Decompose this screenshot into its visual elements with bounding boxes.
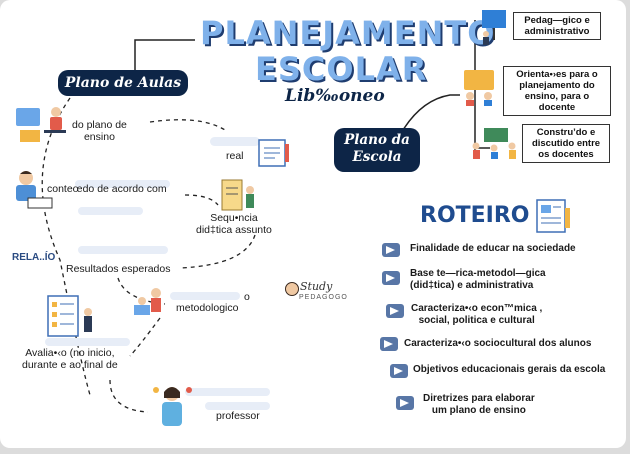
avaliacao-text: Avalia•‹o (no inicio, durante e ao final…	[22, 347, 118, 371]
roteiro-item-3: Caracteriza•‹o econ™mica , social, polit…	[411, 303, 543, 326]
plano-da-escola-line2: Escola	[352, 149, 402, 165]
woman-ideas-icon	[150, 382, 195, 430]
meeting-icon	[458, 66, 500, 106]
conteudo-text: conteœdo de acordo com	[47, 183, 167, 195]
sequencia-text: Sequ•ncia did‡tica assunto	[196, 212, 272, 236]
roteiro-item-6: Diretrizes para elaborar um plano de ens…	[423, 393, 535, 416]
do-plano-text: do plano de ensino	[72, 119, 127, 143]
metodologico-text: metodologico	[176, 302, 239, 314]
highlight-bar	[170, 292, 240, 300]
title-line2: ESCOLAR	[255, 50, 428, 88]
highlight-bar	[185, 388, 270, 396]
resultados-text: Resultados esperados	[66, 263, 171, 275]
roteiro-heading: ROTEIRO	[420, 203, 530, 228]
arrow-right-icon	[382, 271, 400, 285]
arrow-right-icon	[396, 396, 414, 410]
escola-box-orientacoes: Orienta•›es para o planejamento do ensin…	[503, 66, 611, 116]
highlight-bar	[45, 338, 130, 346]
highlight-bar	[210, 137, 260, 146]
highlight-bar	[75, 180, 170, 188]
title-subtitle: Lib‰oneo	[285, 86, 385, 106]
document-pen-icon	[255, 138, 295, 168]
real-text: real	[226, 150, 244, 162]
checklist-icon	[38, 292, 98, 340]
teacher-student-icon	[130, 285, 170, 325]
study-pedagogo-logo: Study PEDAGOGO	[285, 280, 347, 306]
plano-da-escola-line1: Plano da	[344, 132, 410, 148]
presentation-board-icon	[478, 6, 512, 46]
professor-text: professor	[216, 410, 260, 422]
arrow-right-icon	[380, 337, 398, 351]
teacher-desk-icon	[14, 100, 69, 145]
roteiro-item-2: Base te—rica-metodol—gica (did‡tica) e a…	[410, 268, 546, 291]
arrow-right-icon	[390, 364, 408, 378]
title-line1: PLANEJAMENTO	[200, 14, 496, 52]
plano-da-escola-pill: Plano da Escola	[334, 128, 420, 172]
relacao-text: RELA..ÍO	[12, 252, 56, 263]
newspaper-icon	[533, 196, 575, 236]
plano-de-aulas-pill: Plano de Aulas	[58, 70, 188, 96]
roteiro-item-5: Objetivos educacionais gerais da escola	[413, 364, 606, 375]
classroom-icon	[470, 126, 520, 160]
logo-face-icon	[285, 282, 299, 296]
escola-box-pedagogico: Pedag—gico e administrativo	[513, 12, 601, 40]
metodologico-o-text: o	[244, 291, 250, 303]
roteiro-item-4: Caracteriza•‹o sociocultural dos alunos	[404, 338, 592, 349]
highlight-bar	[78, 207, 143, 215]
roteiro-item-1: Finalidade de educar na sociedade	[410, 243, 576, 254]
escola-box-construido: Constru’do e discutido entre os docentes	[522, 124, 610, 163]
student-writing-icon	[10, 168, 55, 213]
highlight-bar	[205, 402, 270, 410]
arrow-right-icon	[382, 243, 400, 257]
arrow-right-icon	[386, 304, 404, 318]
clipboard-person-icon	[218, 178, 260, 214]
highlight-bar	[78, 246, 168, 254]
